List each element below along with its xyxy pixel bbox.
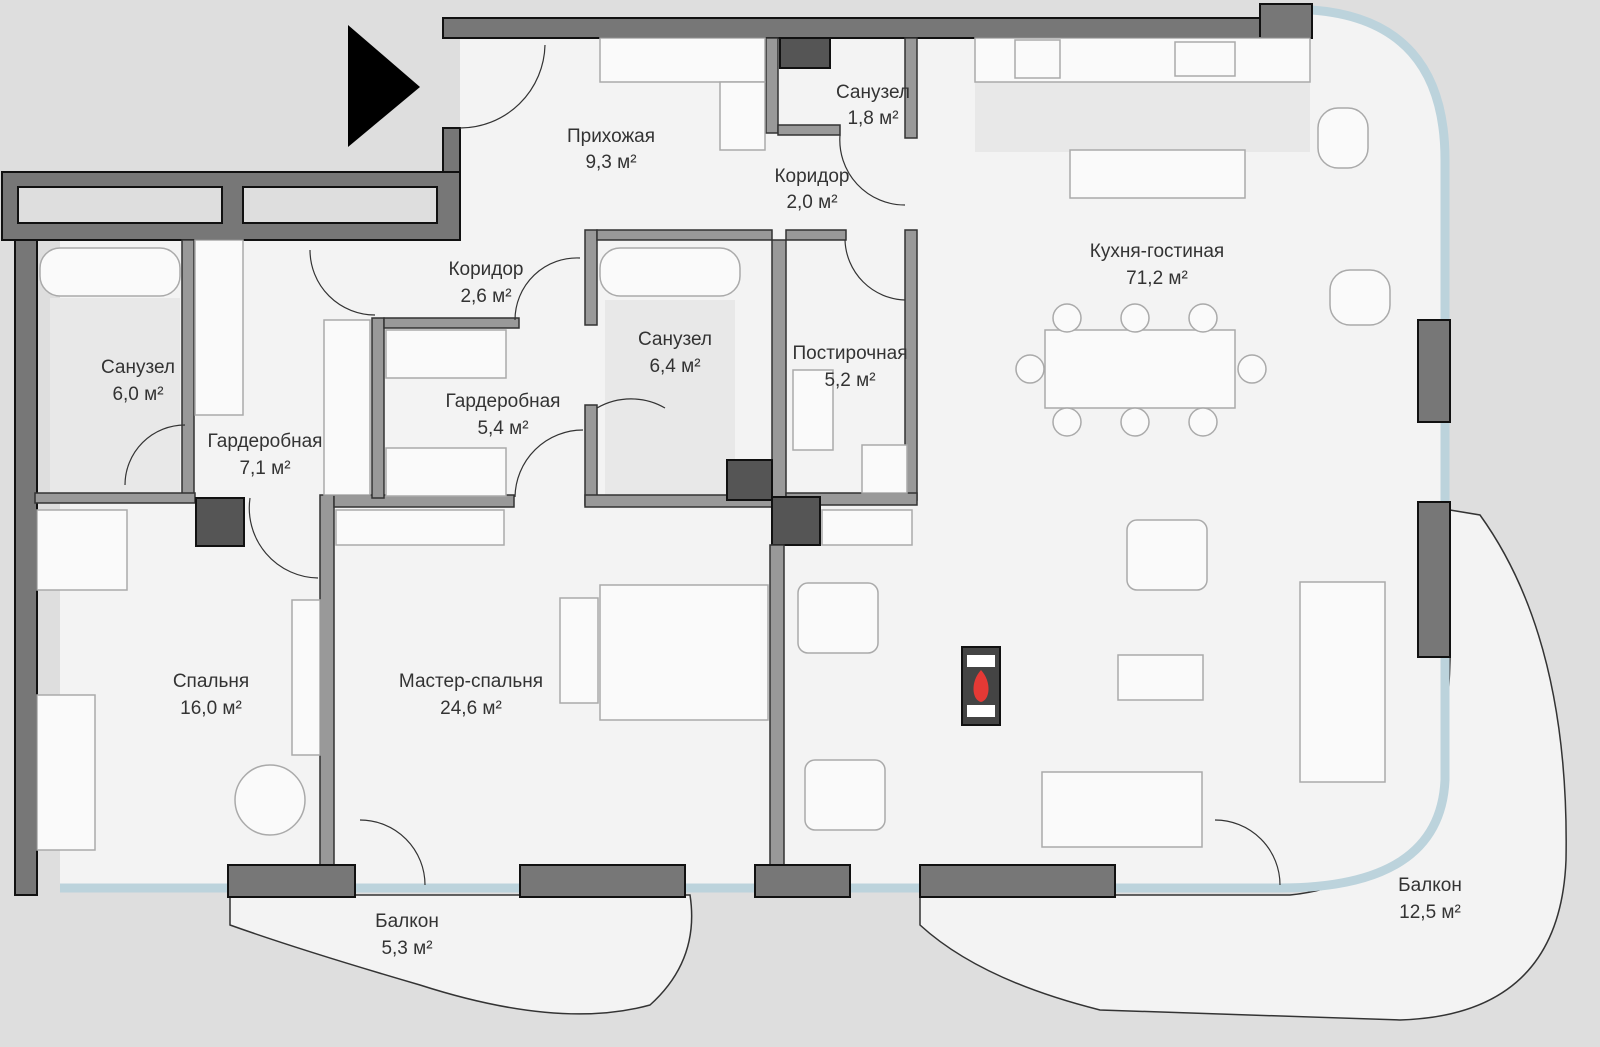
svg-text:Мастер-спальня: Мастер-спальня: [399, 671, 543, 692]
balcony-1-floor: [229, 894, 693, 1015]
walls: [1, 3, 1451, 898]
svg-text:6,4 м²: 6,4 м²: [649, 356, 700, 377]
room-label-corridor-2: Коридор 2,6 м²: [448, 259, 523, 307]
bath-tiles: [50, 298, 180, 493]
kitchen-tiles: [975, 82, 1310, 152]
svg-text:2,6 м²: 2,6 м²: [460, 286, 511, 307]
apartment-floor: [60, 10, 1445, 890]
room-label-laundry: Постирочная 5,2 м²: [792, 343, 907, 391]
glass-facade: [60, 5, 1450, 893]
svg-text:Коридор: Коридор: [774, 166, 849, 187]
room-label-hall: Прихожая 9,3 м²: [567, 126, 655, 173]
room-label-bedroom: Спальня 16,0 м²: [173, 671, 249, 719]
room-label-balcony-1: Балкон 5,3 м²: [375, 911, 439, 959]
room-labels: Прихожая 9,3 м² Санузел 1,8 м² Коридор 2,0 …: [101, 82, 1462, 959]
svg-text:1,8 м²: 1,8 м²: [847, 108, 898, 129]
room-label-wc-small: Санузел 1,8 м²: [836, 82, 910, 129]
svg-text:Гардеробная: Гардеробная: [208, 431, 323, 452]
entrance-arrow-icon: [348, 25, 420, 147]
room-label-master-bedroom: Мастер-спальня 24,6 м²: [399, 671, 543, 719]
svg-text:6,0 м²: 6,0 м²: [112, 384, 163, 405]
svg-text:9,3 м²: 9,3 м²: [585, 152, 636, 173]
svg-text:24,6 м²: 24,6 м²: [440, 698, 502, 719]
svg-text:Балкон: Балкон: [1398, 875, 1462, 896]
svg-text:7,1 м²: 7,1 м²: [239, 458, 290, 479]
svg-text:Гардеробная: Гардеробная: [446, 391, 561, 412]
svg-text:5,4 м²: 5,4 м²: [477, 418, 528, 439]
svg-text:2,0 м²: 2,0 м²: [786, 192, 837, 213]
room-label-kitchen-living: Кухня-гостиная 71,2 м²: [1090, 241, 1224, 289]
room-label-balcony-2: Балкон 12,5 м²: [1398, 875, 1462, 923]
svg-text:Балкон: Балкон: [375, 911, 439, 932]
svg-text:5,2 м²: 5,2 м²: [824, 370, 875, 391]
furniture: [36, 37, 1391, 851]
svg-text:Кухня-гостиная: Кухня-гостиная: [1090, 241, 1224, 262]
svg-text:Санузел: Санузел: [836, 82, 910, 103]
svg-text:5,3 м²: 5,3 м²: [381, 938, 432, 959]
bath-master-tiles: [605, 300, 735, 495]
room-label-bath-master: Санузел 6,4 м²: [638, 329, 712, 377]
doors: [124, 44, 1281, 886]
svg-text:Постирочная: Постирочная: [792, 343, 907, 364]
svg-text:Санузел: Санузел: [101, 357, 175, 378]
fireplace-icon: [961, 646, 1001, 726]
room-label-wardrobe-master: Гардеробная 5,4 м²: [446, 391, 561, 439]
svg-text:12,5 м²: 12,5 м²: [1399, 902, 1461, 923]
svg-text:71,2 м²: 71,2 м²: [1126, 268, 1188, 289]
svg-text:Прихожая: Прихожая: [567, 126, 655, 147]
svg-text:16,0 м²: 16,0 м²: [180, 698, 242, 719]
svg-text:Коридор: Коридор: [448, 259, 523, 280]
svg-text:Спальня: Спальня: [173, 671, 249, 692]
room-label-corridor-1: Коридор 2,0 м²: [774, 166, 849, 213]
room-label-bath-1: Санузел 6,0 м²: [101, 357, 175, 405]
room-label-wardrobe-1: Гардеробная 7,1 м²: [208, 431, 323, 479]
svg-text:Санузел: Санузел: [638, 329, 712, 350]
